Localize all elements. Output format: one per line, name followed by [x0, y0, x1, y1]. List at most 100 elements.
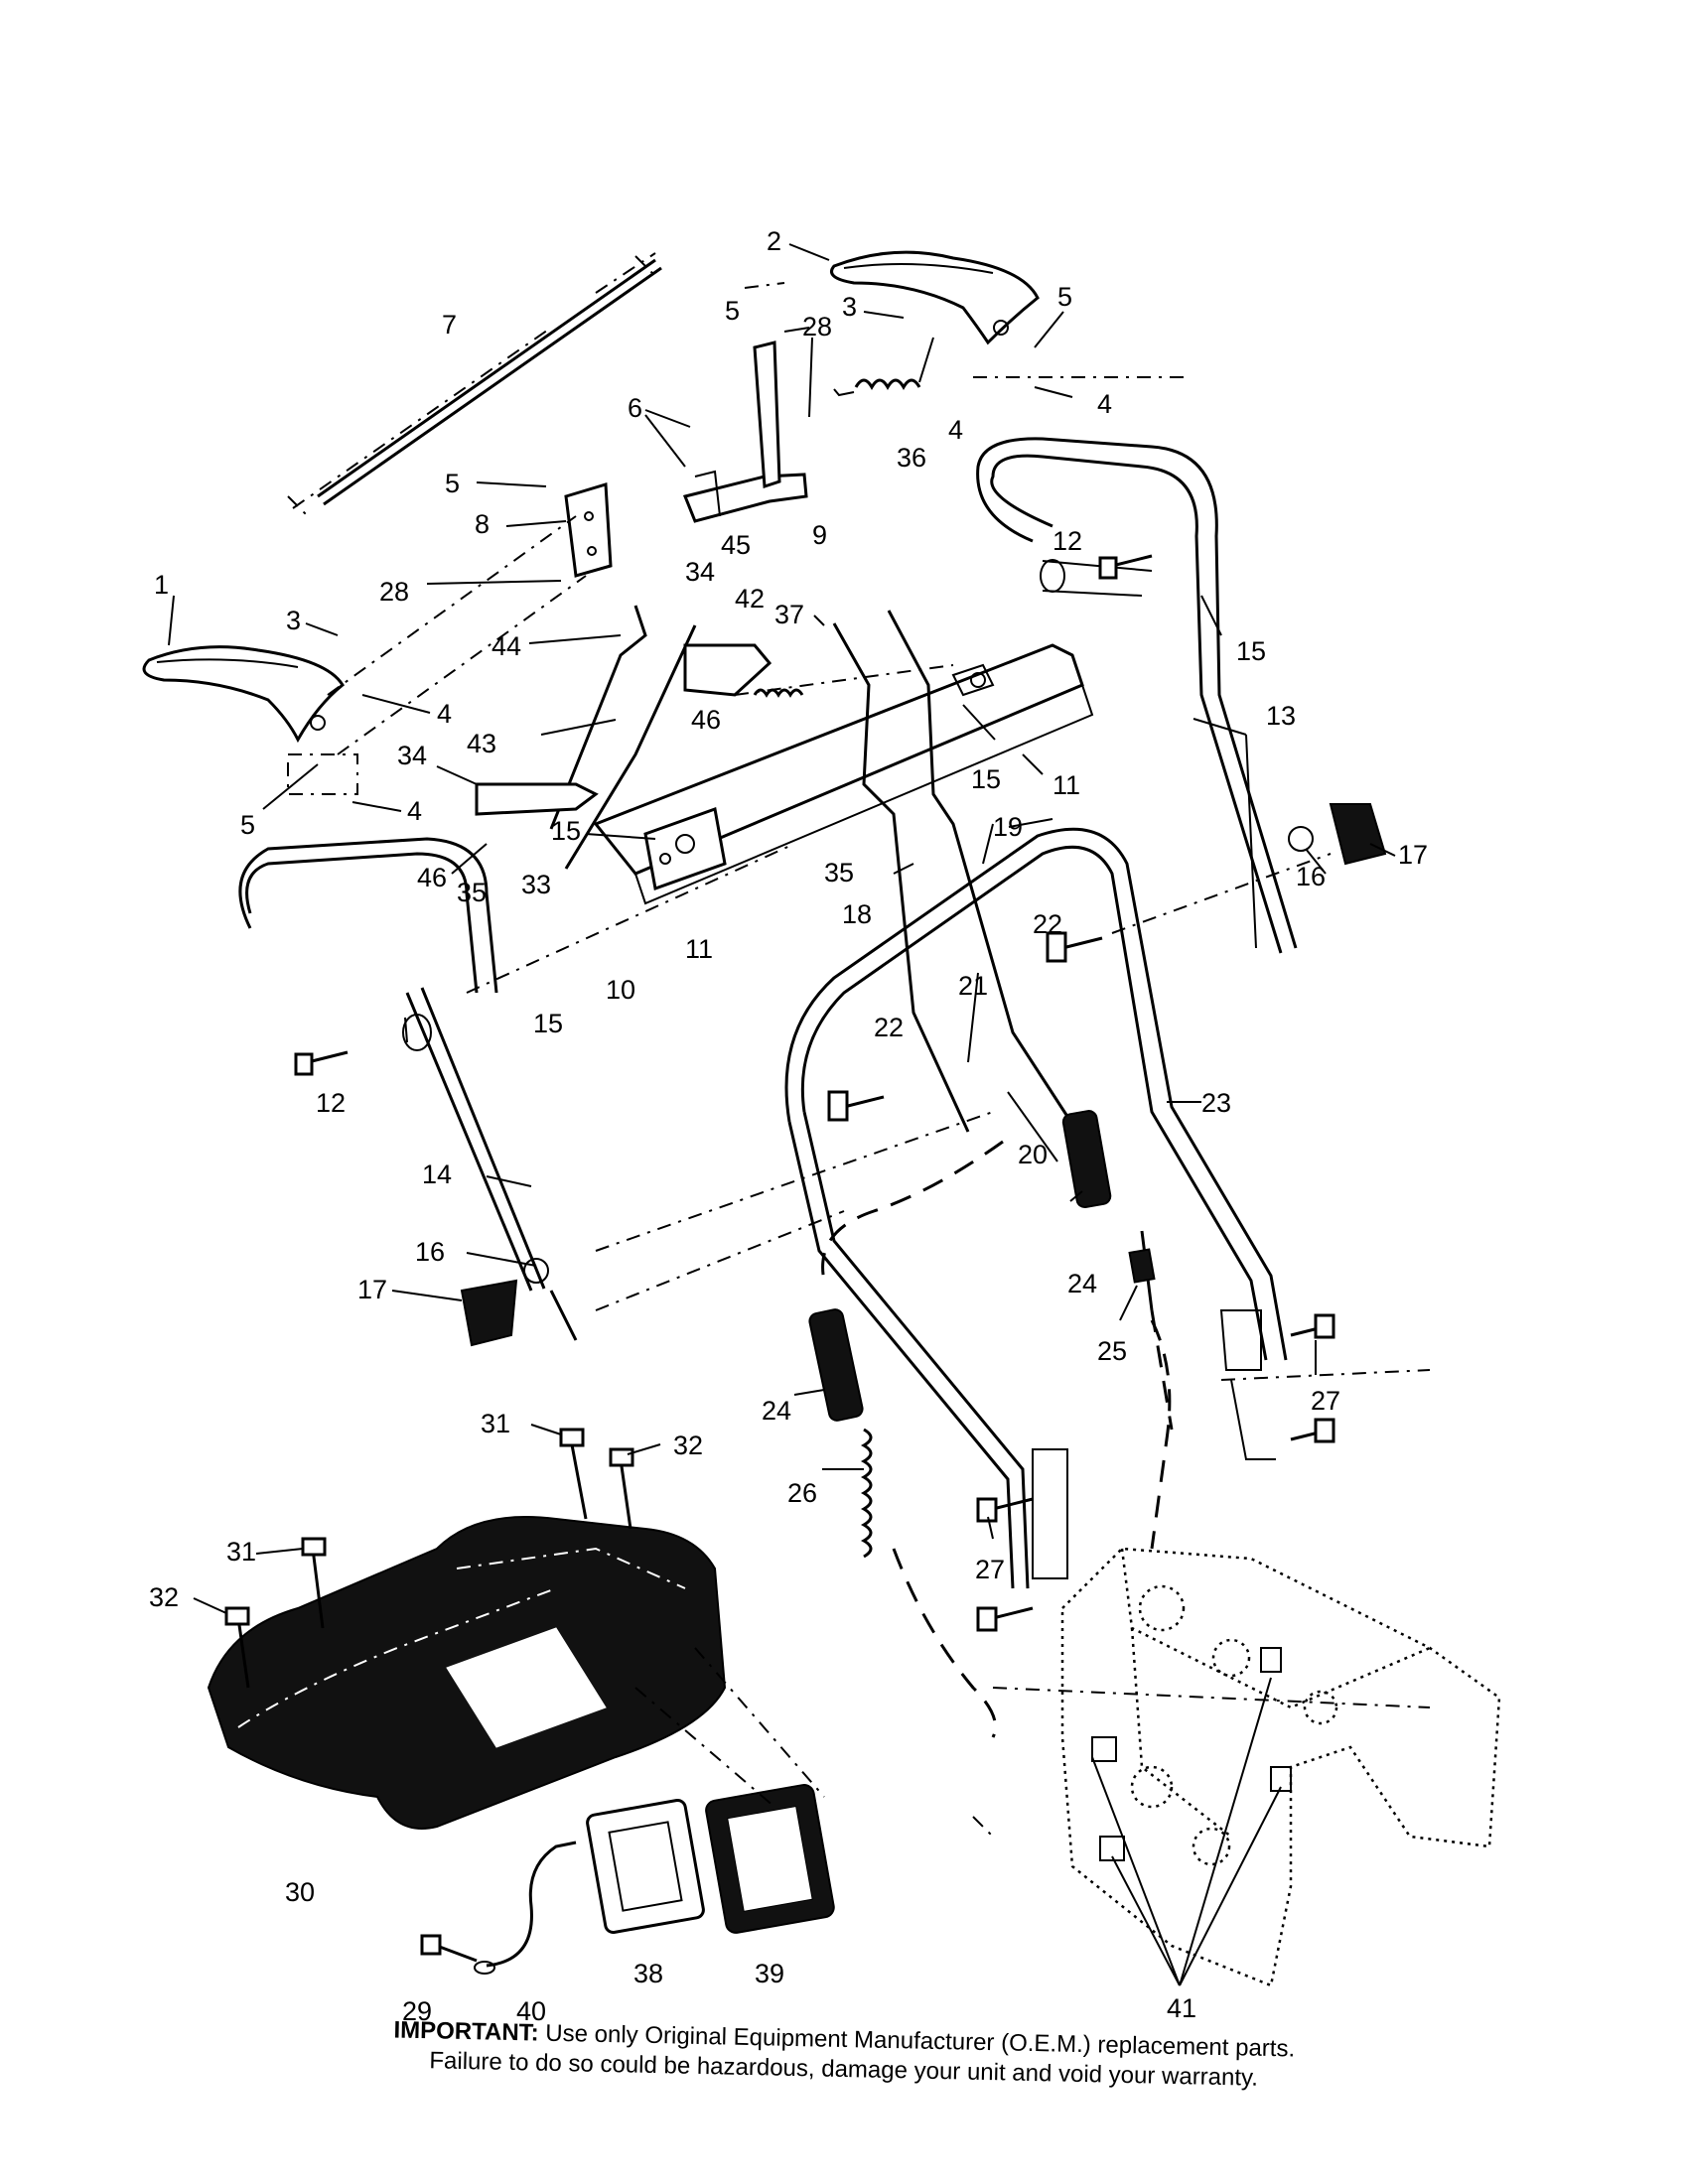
chassis-outline [1060, 1547, 1501, 1987]
label-part-17: 17 [357, 1275, 387, 1304]
important-label: IMPORTANT: [393, 2016, 539, 2047]
plate-part-33 [475, 782, 599, 816]
label-part-9: 9 [812, 520, 827, 550]
label-part-34: 34 [397, 741, 427, 770]
bolt-part-29 [420, 1934, 478, 1963]
label-part-8: 8 [475, 509, 490, 539]
label-part-10: 10 [606, 975, 635, 1005]
label-part-28: 28 [379, 577, 409, 607]
label-part-6: 6 [628, 393, 642, 423]
label-part-16: 16 [1296, 862, 1326, 891]
label-part-5: 5 [240, 810, 255, 840]
spring-part-36 [833, 337, 934, 397]
label-part-25: 25 [1097, 1336, 1127, 1366]
label-part-15: 15 [551, 816, 581, 846]
handle-part-14 [238, 837, 578, 1341]
label-part-21: 21 [958, 971, 988, 1001]
handle-part-23 [784, 827, 1288, 1589]
label-part-4: 4 [407, 796, 422, 826]
knob-part-17-right [1288, 803, 1387, 866]
light-lens-part-39 [705, 1784, 835, 1934]
alignment-lines [327, 376, 1431, 1838]
label-part-32: 32 [149, 1582, 179, 1612]
label-part-26: 26 [787, 1478, 817, 1508]
label-part-12: 12 [1052, 526, 1082, 556]
bracket-part-8 [564, 482, 613, 578]
label-part-29: 29 [402, 1996, 432, 2026]
spring-part-24-upper [1061, 1110, 1112, 1209]
bolts-part-31-32 [224, 1428, 634, 1689]
label-part-15: 15 [533, 1009, 563, 1038]
label-part-46: 46 [691, 705, 721, 735]
label-part-3: 3 [286, 606, 301, 635]
label-part-46: 46 [417, 863, 447, 892]
label-part-4: 4 [1097, 389, 1112, 419]
label-part-35: 35 [457, 878, 487, 907]
part-labels: 1 2 3 3 4 4 4 4 5 5 5 5 6 7 8 9 10 11 11… [149, 226, 1428, 2026]
label-part-31: 31 [226, 1537, 256, 1567]
label-part-20: 20 [1018, 1140, 1048, 1169]
label-part-11: 11 [1052, 770, 1080, 800]
label-part-44: 44 [491, 631, 521, 661]
label-part-23: 23 [1201, 1088, 1231, 1118]
label-part-42: 42 [735, 584, 765, 614]
label-part-24: 24 [1067, 1269, 1097, 1298]
spring-part-26 [860, 1428, 873, 1559]
label-part-15: 15 [1236, 636, 1266, 666]
grip-part-2 [830, 250, 1040, 345]
spring-part-25 [1128, 1230, 1156, 1311]
label-part-22: 22 [874, 1013, 904, 1042]
bracket-part-9 [682, 282, 808, 523]
label-part-4: 4 [437, 699, 452, 729]
label-part-34: 34 [685, 557, 715, 587]
label-part-39: 39 [755, 1959, 784, 1988]
label-part-43: 43 [467, 729, 496, 758]
label-part-37: 37 [774, 600, 804, 629]
label-part-11: 11 [685, 934, 713, 964]
label-part-27: 27 [1311, 1386, 1340, 1416]
label-part-40: 40 [516, 1996, 546, 2026]
wire-part-40 [474, 1841, 577, 1975]
bolts-part-22 [827, 931, 1103, 1122]
label-part-18: 18 [842, 899, 872, 929]
routing-lines [821, 1140, 1174, 1738]
light-housing-part-38 [586, 1798, 705, 1935]
label-part-22: 22 [1033, 909, 1062, 939]
label-part-2: 2 [767, 226, 781, 256]
label-part-41: 41 [1167, 1993, 1196, 2023]
label-part-7: 7 [442, 310, 457, 340]
panel-part-10 [593, 643, 1094, 905]
bolts-part-12 [294, 554, 1153, 1076]
label-part-24: 24 [762, 1396, 791, 1426]
label-part-35: 35 [824, 858, 854, 887]
linkage-rods [549, 605, 1079, 1133]
label-part-31: 31 [481, 1409, 510, 1438]
label-part-4: 4 [948, 415, 963, 445]
label-part-3: 3 [842, 292, 857, 322]
label-part-5: 5 [1057, 282, 1072, 312]
label-part-30: 30 [285, 1877, 315, 1907]
label-part-32: 32 [673, 1431, 703, 1460]
label-part-17: 17 [1398, 840, 1428, 870]
handle-part-13 [976, 437, 1298, 954]
housing-part-30 [207, 1516, 727, 1830]
label-part-13: 13 [1266, 701, 1296, 731]
spring-part-37 [753, 688, 804, 698]
label-part-5: 5 [445, 469, 460, 498]
label-part-19: 19 [993, 812, 1023, 842]
label-part-14: 14 [422, 1160, 452, 1189]
label-part-27: 27 [975, 1555, 1005, 1584]
label-part-36: 36 [897, 443, 926, 473]
bolts-part-27 [976, 1313, 1335, 1632]
label-part-28: 28 [802, 312, 832, 341]
knob-part-17-left [460, 1258, 549, 1347]
label-part-5: 5 [725, 296, 740, 326]
label-part-45: 45 [721, 530, 751, 560]
label-part-1: 1 [154, 570, 169, 600]
label-part-38: 38 [633, 1959, 663, 1988]
plate-part-42 [683, 643, 772, 697]
label-part-33: 33 [521, 870, 551, 899]
rod-part-7 [287, 252, 662, 517]
grip-part-1 [142, 645, 358, 795]
